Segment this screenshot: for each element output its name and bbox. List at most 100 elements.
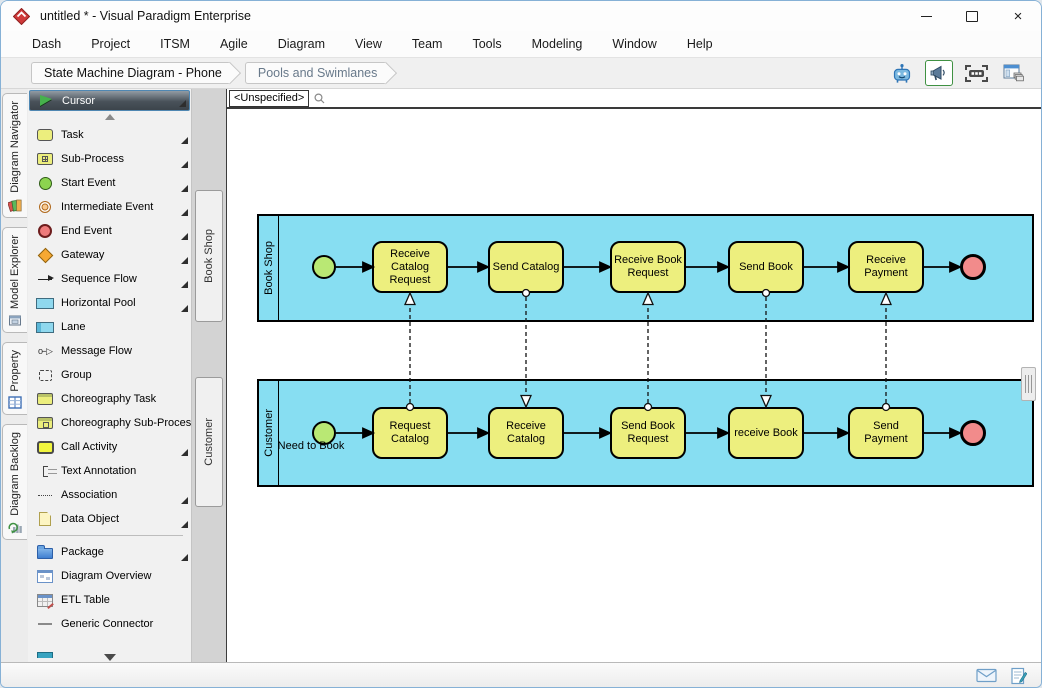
minimize-button[interactable] xyxy=(903,1,949,31)
layers-panel-icon[interactable] xyxy=(999,60,1027,86)
maximize-button[interactable] xyxy=(949,1,995,31)
gateway-icon xyxy=(37,247,53,263)
breadcrumb-tab-pools-swimlanes[interactable]: Pools and Swimlanes xyxy=(244,62,386,84)
menu-tools[interactable]: Tools xyxy=(472,37,502,51)
palette-item-sequence-flow[interactable]: Sequence Flow xyxy=(28,267,191,291)
palette-item-generic-connector[interactable]: Generic Connector xyxy=(28,612,191,636)
zoom-level-box[interactable]: <Unspecified> xyxy=(229,89,310,107)
palette-item-intermediate-event[interactable]: Intermediate Event xyxy=(28,195,191,219)
menu-window[interactable]: Window xyxy=(612,37,657,51)
palette-item-cursor[interactable]: Cursor xyxy=(29,90,190,111)
minimize-icon xyxy=(920,15,932,17)
menu-team[interactable]: Team xyxy=(411,37,443,51)
task-receive-book[interactable]: receive Book xyxy=(728,407,804,459)
menu-modeling[interactable]: Modeling xyxy=(531,37,583,51)
menu-agile[interactable]: Agile xyxy=(219,37,248,51)
diagram-backlog-icon xyxy=(7,522,22,534)
palette-item-lane[interactable]: Lane xyxy=(28,315,191,339)
model-explorer-icon xyxy=(8,315,21,326)
task-send-book-request[interactable]: Send Book Request xyxy=(610,407,686,459)
task-send-payment[interactable]: Send Payment xyxy=(848,407,924,459)
palette-item-start-event[interactable]: Start Event xyxy=(28,171,191,195)
lane-tab-book-shop[interactable]: Book Shop xyxy=(195,190,223,322)
menu-diagram[interactable]: Diagram xyxy=(277,37,325,51)
diagram-overview-icon xyxy=(37,569,53,583)
breadcrumb-tab-state-machine[interactable]: State Machine Diagram - Phone xyxy=(31,62,230,84)
start-event-label: Need to Book xyxy=(277,440,345,452)
canvas-body[interactable]: Book Shop Customer Receive Catalog Reque… xyxy=(227,109,1041,662)
menu-help[interactable]: Help xyxy=(686,37,713,51)
task-receive-catalog[interactable]: Receive Catalog xyxy=(488,407,564,459)
palette-item-gateway[interactable]: Gateway xyxy=(28,243,191,267)
submenu-corner-icon xyxy=(181,497,188,504)
edit-document-icon[interactable] xyxy=(1011,667,1027,685)
palette-item-end-event[interactable]: End Event xyxy=(28,219,191,243)
mail-icon[interactable] xyxy=(976,668,997,683)
palette-separator xyxy=(36,535,183,536)
palette-item-task[interactable]: Task xyxy=(28,123,191,147)
message-flow-icon: o--▷ xyxy=(38,345,53,356)
end-event-customer[interactable] xyxy=(960,420,986,446)
palette-scroll-down[interactable] xyxy=(28,654,191,661)
task-send-book[interactable]: Send Book xyxy=(728,241,804,293)
palette-item-package[interactable]: Package xyxy=(28,540,191,564)
palette-item-text-annotation[interactable]: Text Annotation xyxy=(28,459,191,483)
ai-assistant-icon[interactable] xyxy=(888,60,916,86)
intermediate-event-icon xyxy=(39,201,51,213)
selection-frame-icon[interactable] xyxy=(962,60,990,86)
diagram-canvas[interactable]: <Unspecified> Book Shop Customer xyxy=(226,89,1041,662)
close-icon: × xyxy=(1013,7,1023,25)
announcement-icon[interactable] xyxy=(925,60,953,86)
task-receive-payment[interactable]: Receive Payment xyxy=(848,241,924,293)
tab-diagram-navigator[interactable]: Diagram Navigator xyxy=(2,93,27,218)
start-event-customer[interactable] xyxy=(312,421,336,445)
palette-item-data-object[interactable]: Data Object xyxy=(28,507,191,531)
sub-process-icon xyxy=(37,153,53,165)
palette-item-group[interactable]: Group xyxy=(28,363,191,387)
window-controls: × xyxy=(903,1,1041,31)
magnifier-icon[interactable] xyxy=(314,92,325,104)
palette-item-sub-process[interactable]: Sub-Process xyxy=(28,147,191,171)
task-receive-catalog-request[interactable]: Receive Catalog Request xyxy=(372,241,448,293)
text-annotation-icon xyxy=(42,465,57,477)
canvas-header: <Unspecified> xyxy=(227,89,1041,109)
close-button[interactable]: × xyxy=(995,1,1041,31)
palette-item-message-flow[interactable]: o--▷ Message Flow xyxy=(38,345,132,357)
submenu-corner-icon xyxy=(181,257,188,264)
tab-diagram-backlog[interactable]: Diagram Backlog xyxy=(2,424,27,541)
submenu-corner-icon xyxy=(181,449,188,456)
palette-item-etl-table[interactable]: ETL Table xyxy=(28,588,191,612)
submenu-corner-icon xyxy=(181,209,188,216)
task-receive-book-request[interactable]: Receive Book Request xyxy=(610,241,686,293)
task-send-catalog[interactable]: Send Catalog xyxy=(488,241,564,293)
tab-model-explorer[interactable]: Model Explorer xyxy=(2,226,27,333)
start-event-book-shop[interactable] xyxy=(312,255,336,279)
group-icon xyxy=(38,369,52,381)
submenu-corner-icon xyxy=(181,554,188,561)
tool-palette: Cursor Task Sub-Process Start Event xyxy=(28,89,192,662)
palette-item-call-activity[interactable]: Call Activity xyxy=(28,435,191,459)
menu-itsm[interactable]: ITSM xyxy=(160,37,190,51)
panel-splitter-grip[interactable] xyxy=(1021,367,1036,401)
left-dock: Diagram Navigator Model Explorer Propert… xyxy=(1,89,28,662)
task-icon xyxy=(37,129,53,141)
end-event-icon xyxy=(38,224,52,238)
menu-dash[interactable]: Dash xyxy=(32,37,62,51)
generic-connector-icon xyxy=(38,623,52,625)
palette-scroll-up[interactable] xyxy=(28,111,191,123)
palette-item-diagram-overview[interactable]: Diagram Overview xyxy=(28,564,191,588)
palette-item-choreography-sub-process[interactable]: Choreography Sub-Process xyxy=(28,411,191,435)
menu-view[interactable]: View xyxy=(355,37,382,51)
tab-property[interactable]: Property xyxy=(2,341,27,416)
palette-item-choreography-task[interactable]: Choreography Task xyxy=(28,387,191,411)
end-event-book-shop[interactable] xyxy=(960,254,986,280)
palette-item-clipped[interactable] xyxy=(28,636,191,660)
palette-item-association[interactable]: Association xyxy=(28,483,191,507)
task-request-catalog[interactable]: Request Catalog xyxy=(372,407,448,459)
menu-project[interactable]: Project xyxy=(91,37,131,51)
palette-item-horizontal-pool[interactable]: Horizontal Pool xyxy=(28,291,191,315)
choreography-sub-process-icon xyxy=(37,417,53,429)
title-bar: untitled * - Visual Paradigm Enterprise … xyxy=(1,1,1041,31)
lane-tab-customer[interactable]: Customer xyxy=(195,377,223,507)
